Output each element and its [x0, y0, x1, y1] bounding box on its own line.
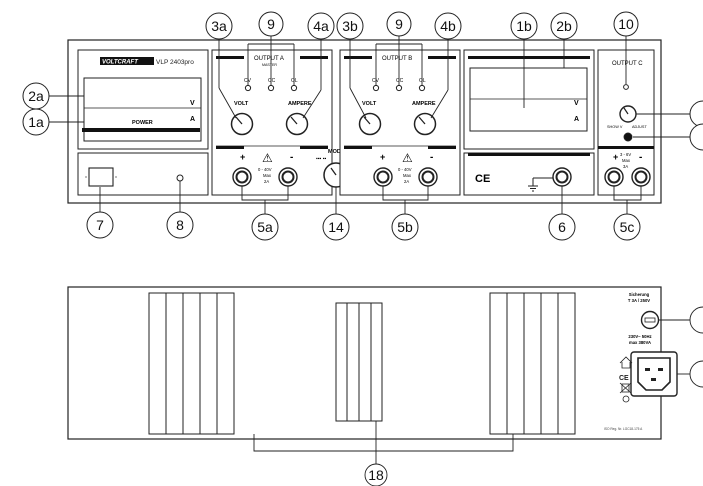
led-ovp-b — [418, 84, 426, 92]
callout-7: 7 — [96, 217, 104, 233]
callout-9a: 9 — [267, 16, 275, 32]
display-right-section: V A CE — [463, 49, 595, 196]
output-c-range3: 3A — [623, 164, 628, 169]
callout-2a: 2a — [28, 88, 44, 104]
fuse-label1: Sicherung — [629, 292, 650, 297]
led-ovp-a — [290, 84, 298, 92]
callout-6: 6 — [558, 219, 566, 235]
heatsink-center — [335, 302, 383, 422]
fuse-label2: T 3A / 250V — [628, 298, 650, 303]
output-a-sub: MASTER — [262, 63, 277, 67]
power-label: POWER — [132, 120, 153, 126]
rear-footer: ISO Reg. Nr. LGC18-175 A — [604, 427, 643, 431]
output-a-title: OUTPUT A — [254, 56, 284, 62]
output-a-range2: Max — [263, 173, 272, 178]
weee-bin-icon — [619, 382, 632, 394]
fuse-holder: Sicherung T 3A / 250V 230V~ 50Hz max 380… — [628, 292, 660, 345]
rear-ce-mark: CE — [619, 375, 629, 382]
output-a-ampere: AMPERE — [288, 101, 312, 107]
callout-4a: 4a — [313, 18, 329, 34]
ground-icon — [528, 177, 555, 192]
output-b-range1: 0 - 40V — [398, 167, 412, 172]
rear-panel — [67, 286, 662, 440]
callout-8: 8 — [176, 217, 184, 233]
house-icon — [619, 356, 633, 369]
output-c-plus: + — [613, 152, 618, 162]
output-b-range2: Max — [403, 173, 412, 178]
brand-logo — [100, 57, 154, 65]
callout-3b: 3b — [342, 18, 358, 34]
rear-callouts — [253, 306, 703, 486]
mains-socket[interactable] — [630, 351, 678, 397]
heatsink-left — [148, 292, 235, 435]
model-text: VLP 2403pro — [156, 59, 194, 66]
front-callout-labels: 3a 9 4a 3b 9 4b 1b 2b 10 2a 1a 7 8 5a 14… — [28, 16, 634, 235]
callout-10: 10 — [618, 16, 634, 32]
output-a-section: OUTPUT A MASTER CV CC OL VOLT AMPERE + ⚠… — [211, 49, 333, 196]
output-a-minus: - — [290, 152, 293, 163]
output-c-range2: Max — [622, 158, 631, 163]
output-b-range3: 2A — [404, 179, 409, 184]
callout-18: 18 — [368, 467, 384, 483]
callout-14: 14 — [328, 219, 344, 235]
mode-label: MODE — [328, 149, 345, 155]
callout-9b: 9 — [395, 16, 403, 32]
svg-text:▪▪▪ ▪▪: ▪▪▪ ▪▪ — [316, 156, 326, 162]
display-left-v: V — [190, 100, 195, 107]
ce-mark: CE — [475, 173, 490, 185]
led-cv-a — [244, 84, 252, 92]
output-c-title: OUTPUT C — [612, 61, 643, 67]
heatsink-right — [489, 292, 576, 435]
output-b-volt: VOLT — [362, 101, 377, 107]
display-left-section: VOLTCRAFT VLP 2403pro V A — [77, 49, 209, 150]
svg-text:CC: CC — [396, 78, 404, 84]
callout-4b: 4b — [440, 18, 456, 34]
output-a-volt: VOLT — [234, 101, 249, 107]
power-switch[interactable] — [88, 167, 114, 187]
callout-5b: 5b — [397, 219, 413, 235]
rear-symbols: CE — [619, 356, 633, 403]
output-b-plus: + — [380, 152, 385, 162]
output-c-section: OUTPUT C SHOW V ADJUST + 3 - 6V Max 3A - — [597, 49, 655, 196]
led-c — [623, 84, 629, 90]
display-right — [469, 67, 588, 132]
power-section: POWER — [77, 120, 209, 196]
output-a-warning: ⚠ — [262, 151, 273, 165]
display-left-a: A — [190, 116, 195, 123]
output-c-show: SHOW V — [607, 125, 623, 129]
output-a-plus: + — [240, 152, 245, 162]
output-b-warning: ⚠ — [402, 151, 413, 165]
output-a-range3: 2A — [264, 179, 269, 184]
callout-2b: 2b — [556, 18, 572, 34]
output-b-ampere: AMPERE — [412, 101, 436, 107]
display-right-a: A — [574, 116, 579, 123]
output-a-range1: 0 - 40V — [258, 167, 272, 172]
output-b-minus: - — [430, 152, 433, 163]
output-b-section: OUTPUT B CV CC OL VOLT AMPERE + ⚠ - 0 - … — [339, 49, 461, 196]
callout-1b: 1b — [516, 18, 532, 34]
power-led — [176, 174, 184, 182]
output-c-range1: 3 - 6V — [620, 152, 631, 157]
mains-label1: 230V~ 50Hz — [628, 334, 651, 339]
led-cc-b — [395, 84, 403, 92]
front-callout-circles — [22, 11, 703, 241]
callout-5a: 5a — [257, 219, 273, 235]
output-c-adj: ADJUST — [632, 125, 647, 129]
brand-text: VOLTCRAFT — [102, 60, 139, 66]
front-callouts — [48, 36, 692, 214]
callout-1a: 1a — [28, 114, 44, 130]
led-cc-a — [267, 84, 275, 92]
led-cv-b — [372, 84, 380, 92]
mains-label2: max 380VA — [629, 340, 651, 345]
output-c-minus: - — [639, 152, 642, 163]
display-right-v: V — [574, 100, 579, 107]
callout-3a: 3a — [211, 18, 227, 34]
output-b-title: OUTPUT B — [382, 56, 412, 62]
callout-5c: 5c — [620, 219, 635, 235]
svg-text:CC: CC — [268, 78, 276, 84]
recycle-icon — [622, 395, 630, 403]
